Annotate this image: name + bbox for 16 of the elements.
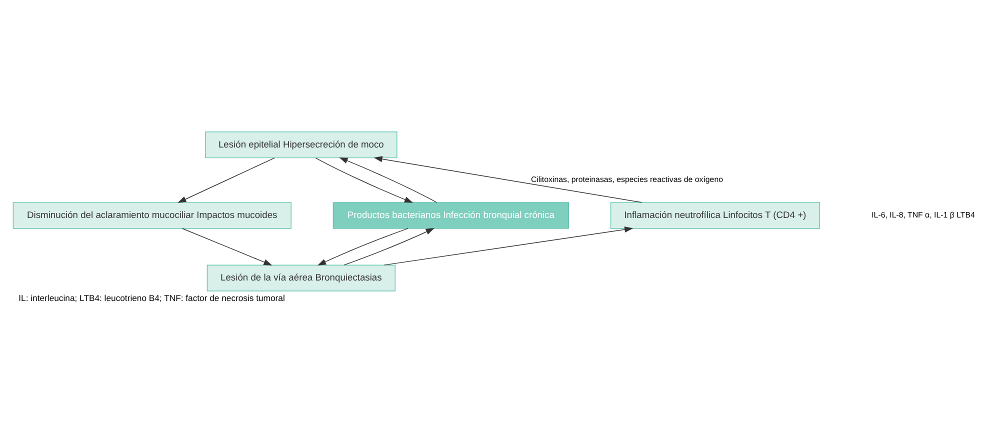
arrow — [182, 228, 272, 265]
node-box: Productos bacterianos Infección bronquial crónica — [332, 202, 570, 228]
arrow — [339, 156, 437, 202]
node-box: Disminución del aclaramiento mucociliar Impactos mucoides — [12, 202, 292, 228]
edge-label: Cilitoxinas, proteinasas, especies reactivas de oxígeno — [530, 174, 724, 184]
node-box: Lesión epitelial Hipersecreción de moco — [205, 131, 398, 158]
arrow — [178, 157, 275, 202]
arrow — [317, 228, 408, 265]
caption: IL: interleucina; LTB4: leucotrieno B4; TNF: factor de necrosis tumoral — [18, 292, 285, 302]
label: IL-6, IL-8, TNF α, IL-1 β LTB4 — [872, 210, 975, 219]
node-box: Inflamación neutrofílica Linfocitos T (CD4 +) — [610, 202, 820, 228]
arrow — [344, 228, 434, 265]
node-box: Lesión de la vía aérea Bronquiectasias — [206, 264, 396, 291]
arrow — [315, 157, 414, 202]
arrow — [374, 156, 642, 202]
arrow — [384, 226, 634, 265]
